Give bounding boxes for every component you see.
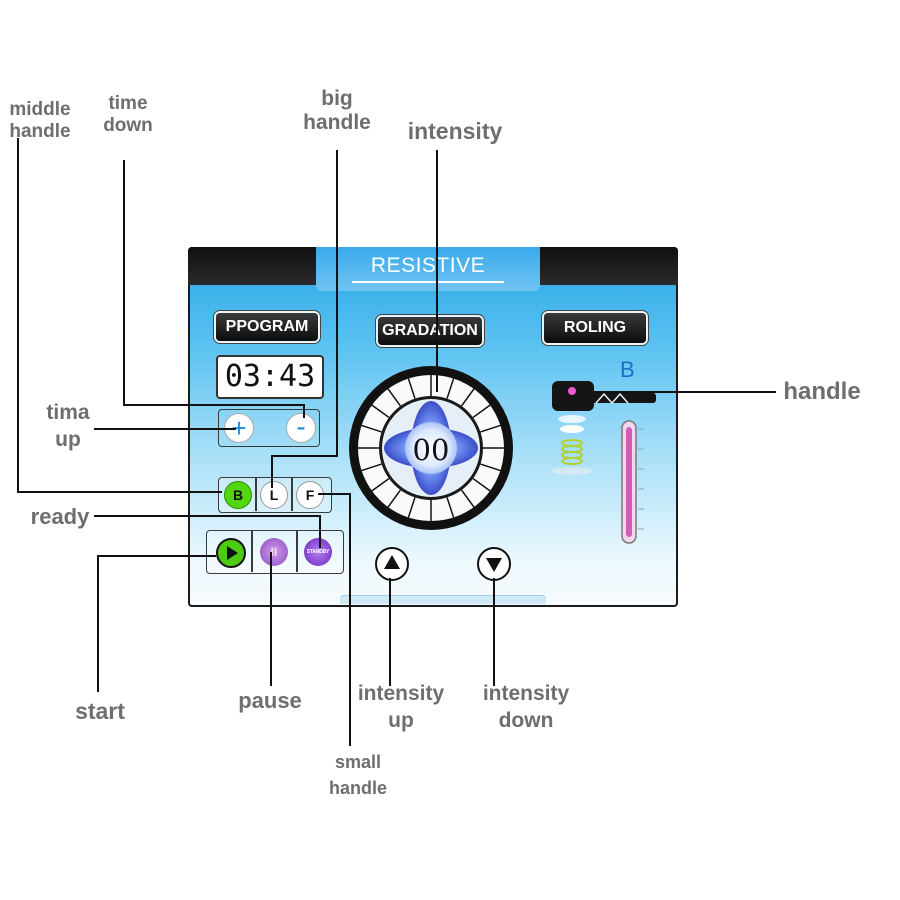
label-line: handle [328,778,387,799]
rolling-button[interactable]: ROLING [544,313,646,343]
label-handle: handle [783,378,861,405]
program-button[interactable]: PPOGRAM [216,313,318,341]
handle-base [552,467,592,475]
divider [291,477,293,511]
dial-segment-dividers [358,375,504,521]
dial-core [405,422,457,474]
big-handle-button[interactable]: B [224,481,252,509]
standby-button[interactable]: STANDBY [304,538,332,566]
label-small-handle: small handle [322,749,394,801]
level-gauge-icon [621,420,644,544]
leader-time-down [123,160,305,418]
time-down-button[interactable]: - [286,413,316,443]
title-tab: RESISTIVE [316,247,540,291]
label-line: intensity [357,682,445,705]
label-line: handle [9,120,71,142]
label-line: up [388,709,414,733]
dial-divider [460,489,475,508]
dial-divider [480,463,501,472]
handle-glow [558,415,586,423]
label-time-down: time down [98,93,158,137]
label-line: small [334,752,382,772]
intensity-value: 00 [412,433,450,467]
handle-head [552,381,594,411]
spring-coil-icon [561,439,583,465]
gauge-ticks [638,428,644,530]
label-intensity-up: intensity up [351,680,451,735]
dial-divider [387,388,402,407]
label-start: start [75,698,125,724]
gradation-button[interactable]: GRADATION [378,317,482,345]
dial-divider [371,404,390,419]
dial-divider [361,424,382,433]
pause-button[interactable]: II [260,538,288,566]
dial-divider [371,477,390,492]
label-intensity: intensity [407,118,503,144]
title-underline [352,281,504,283]
dial-divider [407,378,416,399]
timer-display: 03:43 [216,355,324,399]
standby-label: STANDBY [306,549,330,555]
label-line: big [321,87,353,110]
dial-divider [472,477,491,492]
intensity-up-button[interactable] [375,547,409,581]
label-line: time [108,93,148,114]
handle-glow-2 [560,425,584,433]
label-line: handle [303,111,371,135]
mode-title: RESISTIVE [370,254,486,277]
divider [251,530,253,572]
handle-pattern [595,392,629,405]
label-line: down [103,114,153,136]
handle-device-icon [552,381,656,475]
device-screen: RESISTIVE PPOGRAM GRADATION ROLING 03:43… [188,247,678,607]
label-ready: ready [30,504,90,529]
label-middle-handle: middle handle [4,99,76,143]
up-arrow-icon [384,555,400,569]
dial-divider [387,489,402,508]
handle-light [568,387,576,395]
leader-big-handle [271,150,338,488]
label-line: tima [46,401,90,424]
gauge-fill [626,427,632,537]
dial-divider [407,497,416,518]
leader-start [97,555,216,692]
label-line: middle [9,99,71,120]
leader-small-handle [318,493,351,746]
down-arrow-icon [486,558,502,572]
label-time-up: tima up [40,399,96,454]
label-intensity-down: intensity down [476,680,576,735]
divider [296,530,298,572]
pause-icon: II [270,545,278,559]
start-button[interactable] [216,538,246,568]
dial-divider [446,497,455,518]
dial-divider [460,388,475,407]
leader-middle-handle [17,138,222,493]
middle-handle-button[interactable]: L [260,481,288,509]
bottom-tab [340,596,546,604]
dial-divider [446,378,455,399]
label-line: down [498,709,554,733]
label-pause: pause [238,688,302,713]
play-icon [227,546,238,560]
divider [255,477,257,511]
intensity-dial [349,366,513,530]
label-line: up [55,428,81,452]
label-line: intensity [482,682,570,705]
dial-divider [472,404,491,419]
label-big-handle: big handle [298,87,376,135]
dial-divider [361,463,382,472]
dial-divider [480,424,501,433]
handle-letter: B [620,357,635,382]
leader-ready [94,515,321,548]
